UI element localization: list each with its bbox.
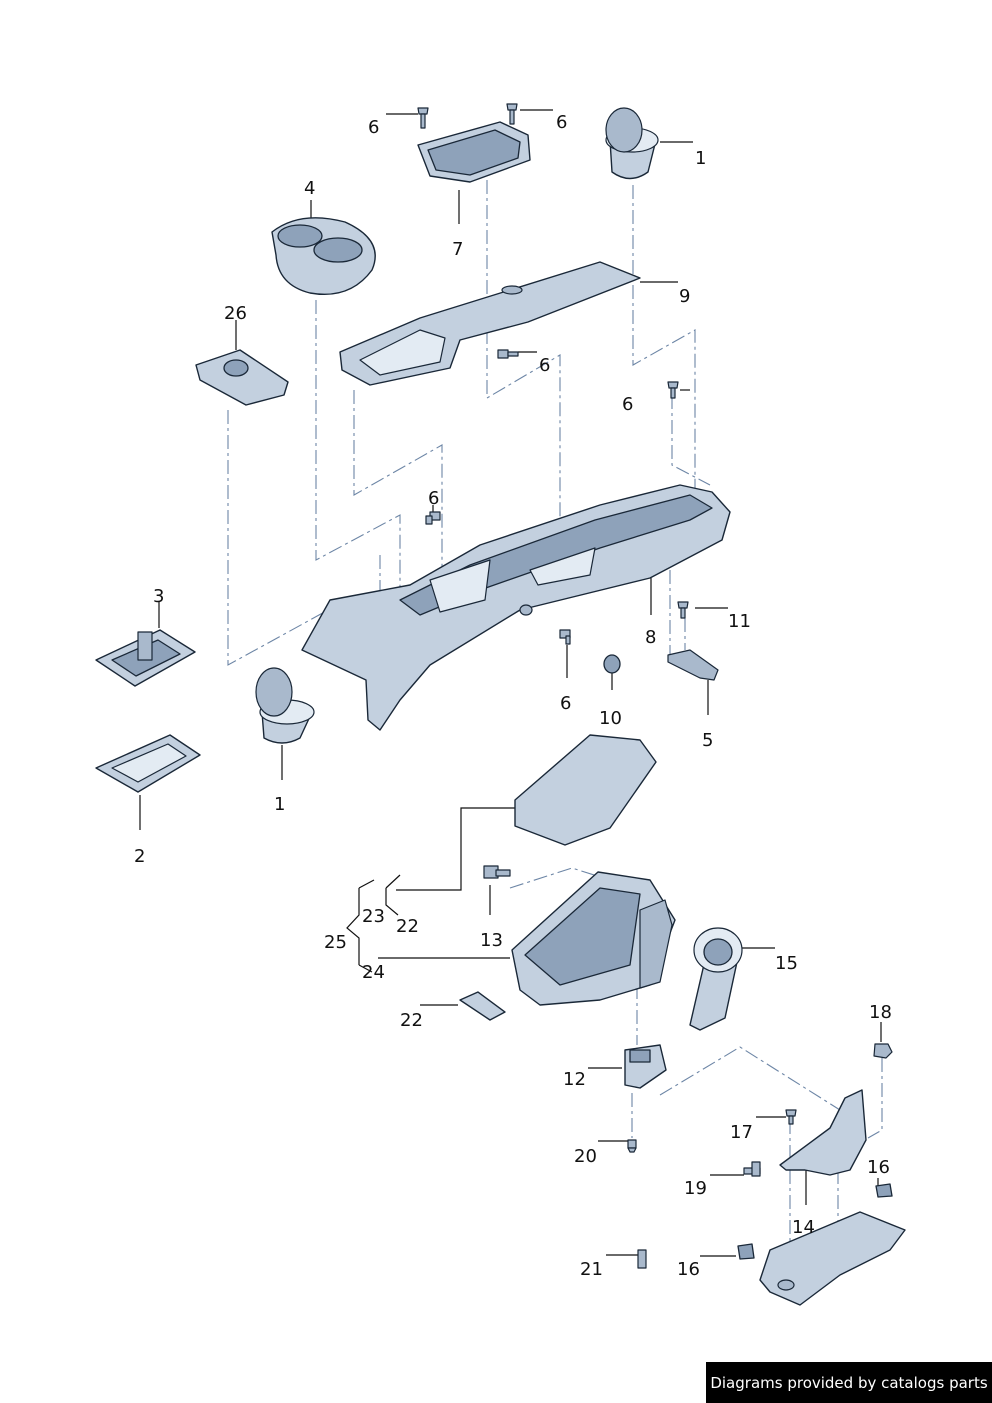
part-9-trim-panel[interactable]: [339, 261, 641, 386]
callout-1: 1: [695, 148, 706, 169]
screw-6-mid[interactable]: [497, 349, 519, 359]
callout-4: 4: [304, 178, 315, 199]
callout-6: 6: [428, 488, 439, 509]
callout-9: 9: [679, 286, 690, 307]
callout-20: 20: [574, 1146, 597, 1167]
screw-6-right[interactable]: [667, 381, 679, 399]
callout-8: 8: [645, 627, 656, 648]
callout-13: 13: [480, 930, 503, 951]
callout-6: 6: [556, 112, 567, 133]
screw-17[interactable]: [785, 1109, 797, 1125]
callout-16: 16: [677, 1259, 700, 1280]
callout-12: 12: [563, 1069, 586, 1090]
clip-16-right[interactable]: [875, 1183, 893, 1198]
screw-19[interactable]: [743, 1161, 761, 1177]
callout-22: 22: [400, 1010, 423, 1031]
part-4-double-cup-holder[interactable]: [271, 217, 376, 295]
leader-lines: [139, 109, 882, 1257]
part-14-hinge[interactable]: [779, 1089, 867, 1176]
callout-6: 6: [560, 693, 571, 714]
part-26-cover[interactable]: [195, 349, 289, 406]
callout-25: 25: [324, 932, 347, 953]
part-7-storage-tray[interactable]: [417, 121, 531, 183]
callout-26: 26: [224, 303, 247, 324]
screw-21[interactable]: [637, 1249, 647, 1269]
screw-6-lower[interactable]: [559, 629, 571, 645]
callout-6: 6: [368, 117, 379, 138]
callout-3: 3: [153, 586, 164, 607]
part-10-plug[interactable]: [603, 654, 621, 674]
callout-6: 6: [622, 394, 633, 415]
screw-6-top-right[interactable]: [506, 103, 518, 125]
callout-5: 5: [702, 730, 713, 751]
part-24-storage-box[interactable]: [511, 871, 676, 1006]
callout-2: 2: [134, 846, 145, 867]
part-5-bracket[interactable]: [667, 649, 719, 681]
callout-6: 6: [539, 355, 550, 376]
screw-6-center[interactable]: [425, 511, 441, 525]
callout-19: 19: [684, 1178, 707, 1199]
part-15-cup-holder-insert[interactable]: [689, 927, 743, 1031]
assembly-lines: [227, 180, 883, 1258]
callout-24: 24: [362, 962, 385, 983]
callout-7: 7: [452, 239, 463, 260]
part-22-cover[interactable]: [459, 991, 506, 1021]
callout-16: 16: [867, 1157, 890, 1178]
callout-17: 17: [730, 1122, 753, 1143]
part-base-plate[interactable]: [759, 1211, 906, 1306]
attribution-banner: Diagrams provided by catalogs parts: [706, 1362, 992, 1403]
callout-23: 23: [362, 906, 385, 927]
part-1-cup-holder-top[interactable]: [605, 107, 659, 180]
part-23-armrest-lid[interactable]: [514, 734, 657, 846]
callout-labels: 6 6 1 4 7 9 26 6 6 6 3 11 8 6 10 5 1 2 2…: [134, 112, 892, 1280]
part-2-frame[interactable]: [95, 734, 201, 793]
nut-18[interactable]: [873, 1043, 893, 1059]
part-1-cup-holder-lower[interactable]: [255, 667, 315, 744]
callout-10: 10: [599, 708, 622, 729]
callout-15: 15: [775, 953, 798, 974]
callout-18: 18: [869, 1002, 892, 1023]
clip-16-left[interactable]: [737, 1243, 755, 1260]
callout-22: 22: [396, 916, 419, 937]
screw-20[interactable]: [627, 1139, 637, 1153]
part-8-center-console[interactable]: [301, 484, 731, 731]
callout-1: 1: [274, 794, 285, 815]
attribution-text: Diagrams provided by catalogs parts: [710, 1373, 988, 1392]
bolt-13[interactable]: [483, 865, 511, 879]
part-hinge-bracket[interactable]: [639, 899, 673, 989]
part-12-bracket[interactable]: [624, 1044, 667, 1089]
screw-6-top-left[interactable]: [417, 107, 429, 129]
callout-21: 21: [580, 1259, 603, 1280]
part-3-gear-boot[interactable]: [95, 629, 196, 687]
callout-11: 11: [728, 611, 751, 632]
callout-14: 14: [792, 1217, 815, 1238]
screw-11[interactable]: [677, 601, 689, 619]
